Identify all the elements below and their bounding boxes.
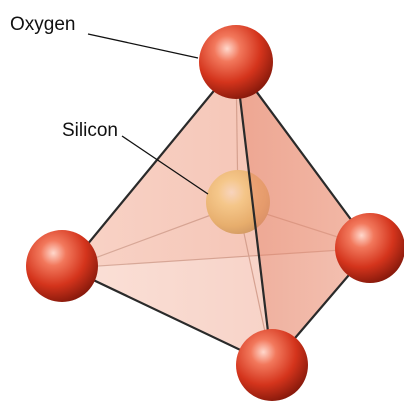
edge-left-bottom: [66, 266, 274, 367]
left-front-face: [68, 64, 272, 365]
edge-top-right: [234, 62, 374, 250]
right-front-face: [236, 64, 372, 365]
leader-lines: [87, 33, 209, 195]
oxygen-label: Oxygen: [10, 14, 75, 35]
silicon-leader-line: [121, 135, 209, 195]
silicon-label: Silicon: [62, 120, 118, 141]
oxygen-atom-bottom: [236, 329, 308, 401]
oxygen-atom-left: [26, 230, 98, 302]
edge-top-left: [66, 62, 238, 270]
tetrahedron-front-faces: [68, 64, 372, 365]
oxygen-atom-right: [335, 213, 404, 283]
oxygen-atoms: [26, 25, 404, 401]
oxygen-leader-line: [87, 33, 199, 59]
edge-top-bottom: [234, 62, 274, 367]
oxygen-atom-top: [199, 25, 273, 99]
